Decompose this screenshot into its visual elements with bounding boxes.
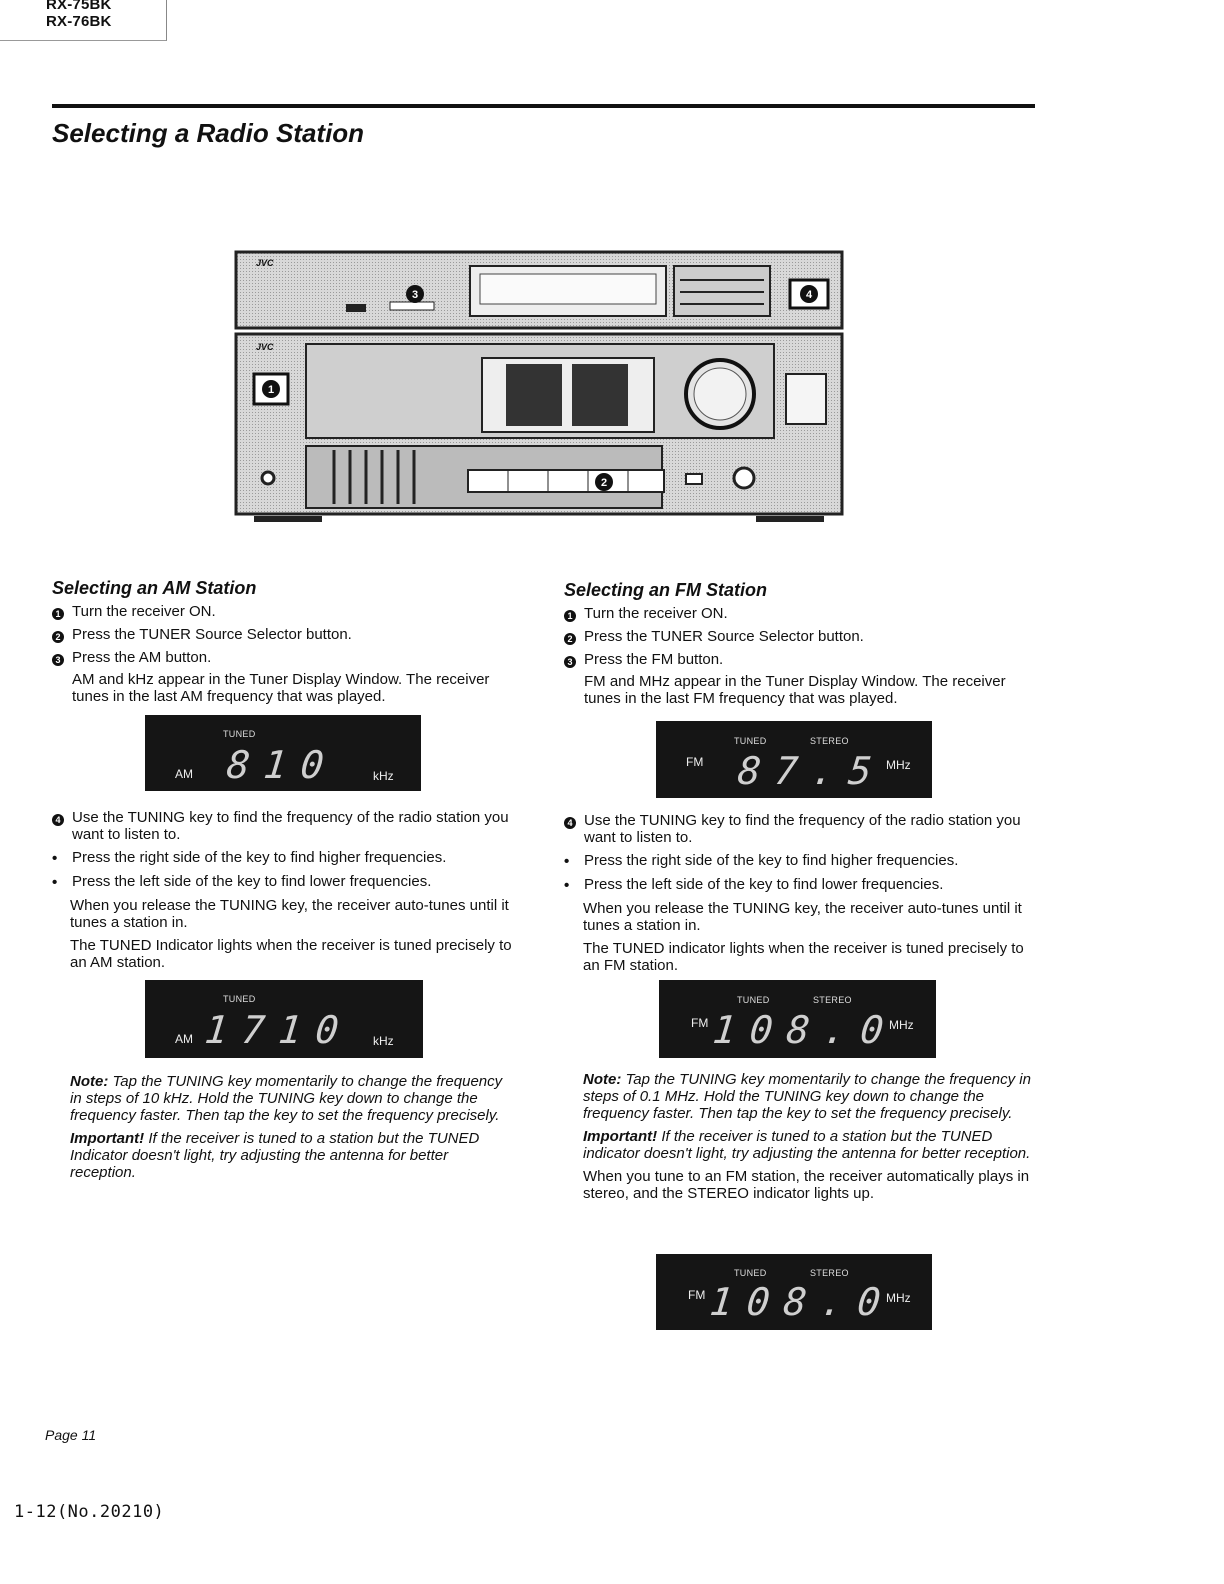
tuned-indicator: TUNED [223, 994, 256, 1004]
step-number: 1 [564, 610, 576, 622]
callout-3-label: 3 [412, 289, 418, 301]
tuned-indicator: TUNED [737, 995, 770, 1005]
am-step-2: 2 Press the TUNER Source Selector button… [52, 626, 522, 644]
band-indicator: FM [688, 1288, 706, 1302]
step-number: 2 [52, 631, 64, 643]
page-title: Selecting a Radio Station [52, 118, 365, 148]
fm-display-108-0-a: TUNED STEREO FM 108.0 MHz [659, 980, 936, 1058]
frequency-digits: 108.0 [710, 1008, 900, 1052]
fm-step-4: 4 Use the TUNING key to find the frequen… [564, 812, 1034, 846]
am-bullet-1: •Press the right side of the key to find… [52, 849, 447, 867]
am-step-3: 3 Press the AM button. [52, 649, 522, 667]
frequency-digits: 1710 [202, 1008, 355, 1052]
document-code: 1-12(No.20210) [14, 1502, 165, 1522]
fm-heading: Selecting an FM Station [564, 580, 768, 600]
frequency-digits: 87.5 [735, 749, 888, 793]
step-number: 3 [564, 656, 576, 668]
step-number: 4 [564, 817, 576, 829]
unit-indicator: MHz [889, 1018, 914, 1032]
am-important: Important! If the receiver is tuned to a… [70, 1130, 480, 1181]
fm-paragraph-1: FM and MHz appear in the Tuner Display W… [584, 673, 1006, 707]
receiver-illustration: 1 2 3 4 JVC JVC [234, 250, 844, 522]
unit-indicator: kHz [373, 769, 394, 783]
unit-indicator: MHz [886, 758, 911, 772]
fm-bullet-1: •Press the right side of the key to find… [564, 852, 959, 870]
fm-note: Note: Tap the TUNING key momentarily to … [583, 1071, 1031, 1122]
step-number: 1 [52, 608, 64, 620]
am-bullet-2: •Press the left side of the key to find … [52, 873, 432, 891]
am-paragraph-2: When you release the TUNING key, the rec… [70, 897, 509, 931]
fm-paragraph-2: When you release the TUNING key, the rec… [583, 900, 1022, 934]
page-number: Page 11 [45, 1427, 97, 1443]
fm-step-1: 1 Turn the receiver ON. [564, 605, 1034, 623]
callout-2-label: 2 [601, 477, 607, 489]
fm-display-87-5: TUNED STEREO FM 87.5 MHz [656, 721, 932, 798]
unit-indicator: kHz [373, 1034, 394, 1048]
stereo-indicator: STEREO [810, 1268, 849, 1278]
callout-4-label: 4 [806, 289, 813, 301]
callout-1 [252, 372, 290, 406]
fm-display-108-0-b: TUNED STEREO FM 108.0 MHz [656, 1254, 932, 1330]
step-number: 4 [52, 814, 64, 826]
fm-important: Important! If the receiver is tuned to a… [583, 1128, 1031, 1162]
brand-logo-tuner: JVC [256, 258, 274, 268]
header-rule [52, 104, 1035, 108]
stereo-indicator: STEREO [813, 995, 852, 1005]
am-notes: Note: Tap the TUNING key momentarily to … [70, 1073, 510, 1181]
am-paragraph-1: AM and kHz appear in the Tuner Display W… [72, 671, 490, 705]
am-display-1710: TUNED AM 1710 kHz [145, 980, 423, 1058]
brand-logo-amp: JVC [256, 342, 274, 352]
fm-notes: Note: Tap the TUNING key momentarily to … [583, 1071, 1033, 1202]
fm-paragraph-3: The TUNED indicator lights when the rece… [583, 940, 1024, 974]
am-paragraph-3: The TUNED Indicator lights when the rece… [70, 937, 512, 971]
am-heading: Selecting an AM Station [52, 578, 257, 598]
step-number: 3 [52, 654, 64, 666]
callout-3 [406, 285, 424, 303]
band-indicator: AM [175, 767, 193, 781]
model-label-1: RX-75BK [46, 0, 112, 13]
band-indicator: FM [691, 1016, 709, 1030]
am-step-4: 4 Use the TUNING key to find the frequen… [52, 809, 522, 843]
step-number: 2 [564, 633, 576, 645]
callout-4 [788, 278, 830, 310]
stereo-indicator: STEREO [810, 736, 849, 746]
am-display-810: TUNED AM 810 kHz [145, 715, 421, 791]
am-section: Selecting an AM Station 1 Turn the recei… [52, 578, 522, 705]
fm-step-3: 3 Press the FM button. [564, 651, 1034, 669]
frequency-digits: 810 [224, 743, 340, 787]
frequency-digits: 108.0 [707, 1280, 897, 1324]
callout-2 [595, 473, 613, 491]
model-label-2: RX-76BK [46, 13, 112, 30]
am-step-1: 1 Turn the receiver ON. [52, 603, 522, 621]
band-indicator: FM [686, 755, 704, 769]
tuned-indicator: TUNED [734, 736, 767, 746]
fm-step-2: 2 Press the TUNER Source Selector button… [564, 628, 1034, 646]
unit-indicator: MHz [886, 1291, 911, 1305]
tuned-indicator: TUNED [734, 1268, 767, 1278]
fm-tuning-section: 4 Use the TUNING key to find the frequen… [564, 812, 1034, 974]
am-tuning-section: 4 Use the TUNING key to find the frequen… [52, 809, 522, 971]
fm-bullet-2: •Press the left side of the key to find … [564, 876, 944, 894]
am-note: Note: Tap the TUNING key momentarily to … [70, 1073, 503, 1124]
fm-paragraph-4: When you tune to an FM station, the rece… [583, 1168, 1030, 1202]
tuned-indicator: TUNED [223, 729, 256, 739]
model-box [0, 0, 167, 41]
callout-1-label: 1 [268, 384, 274, 396]
fm-section: Selecting an FM Station 1 Turn the recei… [564, 580, 1034, 707]
band-indicator: AM [175, 1032, 193, 1046]
